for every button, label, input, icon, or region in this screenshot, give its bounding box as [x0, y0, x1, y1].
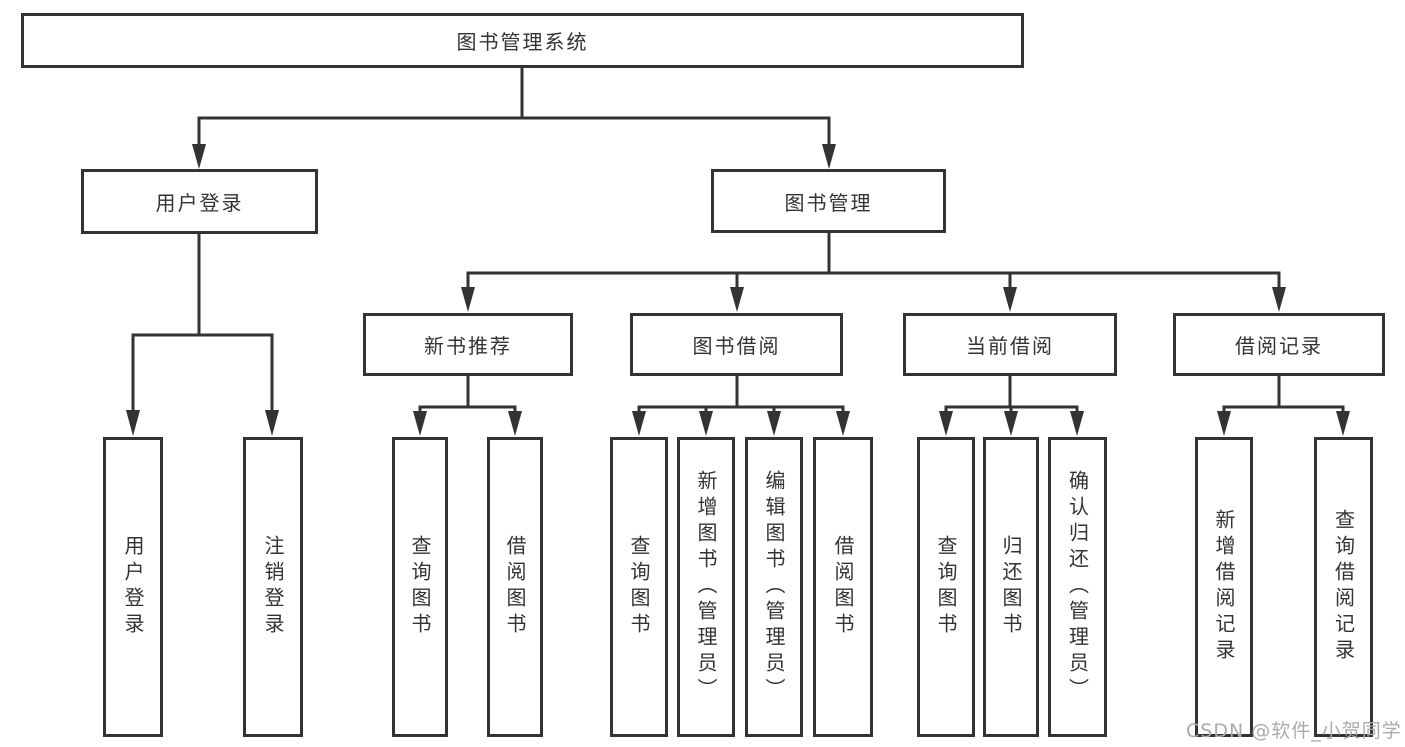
connector-borrow-records-to-leaves [1217, 374, 1350, 436]
leaf-cb-query-books: 查询图书 [917, 437, 975, 737]
leaf-bb-edit-books: 编辑图书（管理员） [745, 437, 803, 737]
connector-user-login-to-leaves [126, 232, 279, 436]
leaf-user-login: 用户登录 [103, 437, 163, 737]
leaf-nb-query-books: 查询图书 [392, 437, 448, 737]
leaf-logout: 注销登录 [243, 437, 303, 737]
node-book-mgmt: 图书管理 [711, 169, 946, 233]
leaf-bb-query-books: 查询图书 [610, 437, 668, 737]
connector-book-mgmt-to-level3 [461, 231, 1286, 312]
leaf-cb-return-books: 归还图书 [983, 437, 1039, 737]
connector-book-borrow-to-leaves [632, 374, 850, 436]
node-new-book-rec: 新书推荐 [363, 313, 573, 376]
csdn-watermark: CSDN @软件_小贺同学 [1186, 720, 1402, 742]
connector-current-borrow-to-leaves [939, 374, 1084, 436]
node-current-borrow: 当前借阅 [903, 313, 1117, 376]
leaf-br-add-record: 新增借阅记录 [1195, 437, 1253, 737]
node-borrow-records: 借阅记录 [1173, 313, 1385, 376]
leaf-bb-add-books: 新增图书（管理员） [677, 437, 735, 737]
node-root: 图书管理系统 [21, 13, 1024, 68]
leaf-br-query-record: 查询借阅记录 [1314, 437, 1373, 737]
leaf-bb-borrow-books: 借阅图书 [813, 437, 873, 737]
connector-root-to-level2 [192, 66, 836, 169]
node-book-borrow: 图书借阅 [630, 313, 843, 376]
leaf-nb-borrow-books: 借阅图书 [487, 437, 543, 737]
leaf-cb-confirm-return: 确认归还（管理员） [1048, 437, 1107, 737]
node-user-login: 用户登录 [81, 169, 318, 234]
connector-new-book-rec-to-leaves [413, 374, 522, 436]
